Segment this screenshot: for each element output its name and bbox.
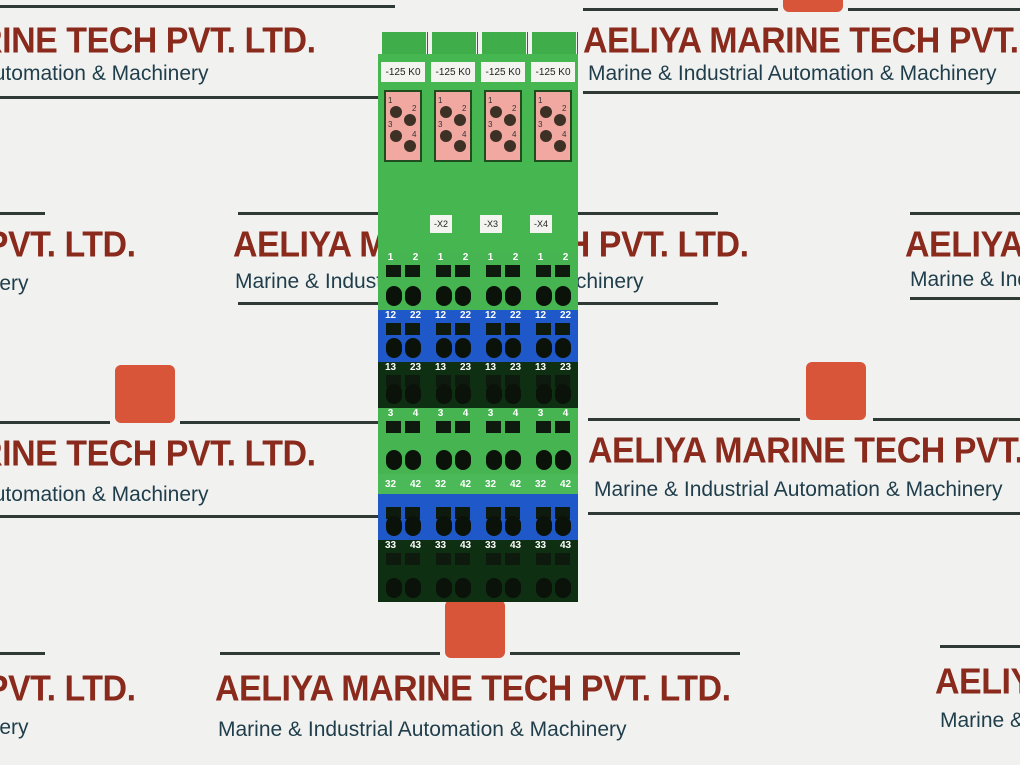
pin-window: 1 2 3 4: [484, 90, 522, 162]
terminal-row[interactable]: [428, 494, 478, 540]
relay-tag: -125 K0: [431, 62, 475, 82]
pin-window: 1 2 3 4: [434, 90, 472, 162]
terminal-row[interactable]: [478, 494, 528, 540]
logo-icon: [806, 362, 866, 420]
logo-icon: [115, 365, 175, 423]
release-latch: [432, 32, 476, 56]
relay-tag: -125 K0: [531, 62, 575, 82]
release-latch: [532, 32, 576, 56]
logo-icon: [783, 0, 843, 12]
relay-tag: -125 K0: [381, 62, 425, 82]
pin-window: 1 2 3 4: [384, 90, 422, 162]
relay-tag: -125 K0: [481, 62, 525, 82]
terminal-row[interactable]: [528, 494, 578, 540]
terminal-row[interactable]: [378, 494, 428, 540]
logo-icon: [445, 600, 505, 658]
pin-window: 1 2 3 4: [534, 90, 572, 162]
release-latch: [482, 32, 526, 56]
release-latch: [382, 32, 426, 56]
terminal-tag: -X3: [480, 215, 502, 233]
terminal-tag: -X2: [430, 215, 452, 233]
terminal-tag: -X4: [530, 215, 552, 233]
